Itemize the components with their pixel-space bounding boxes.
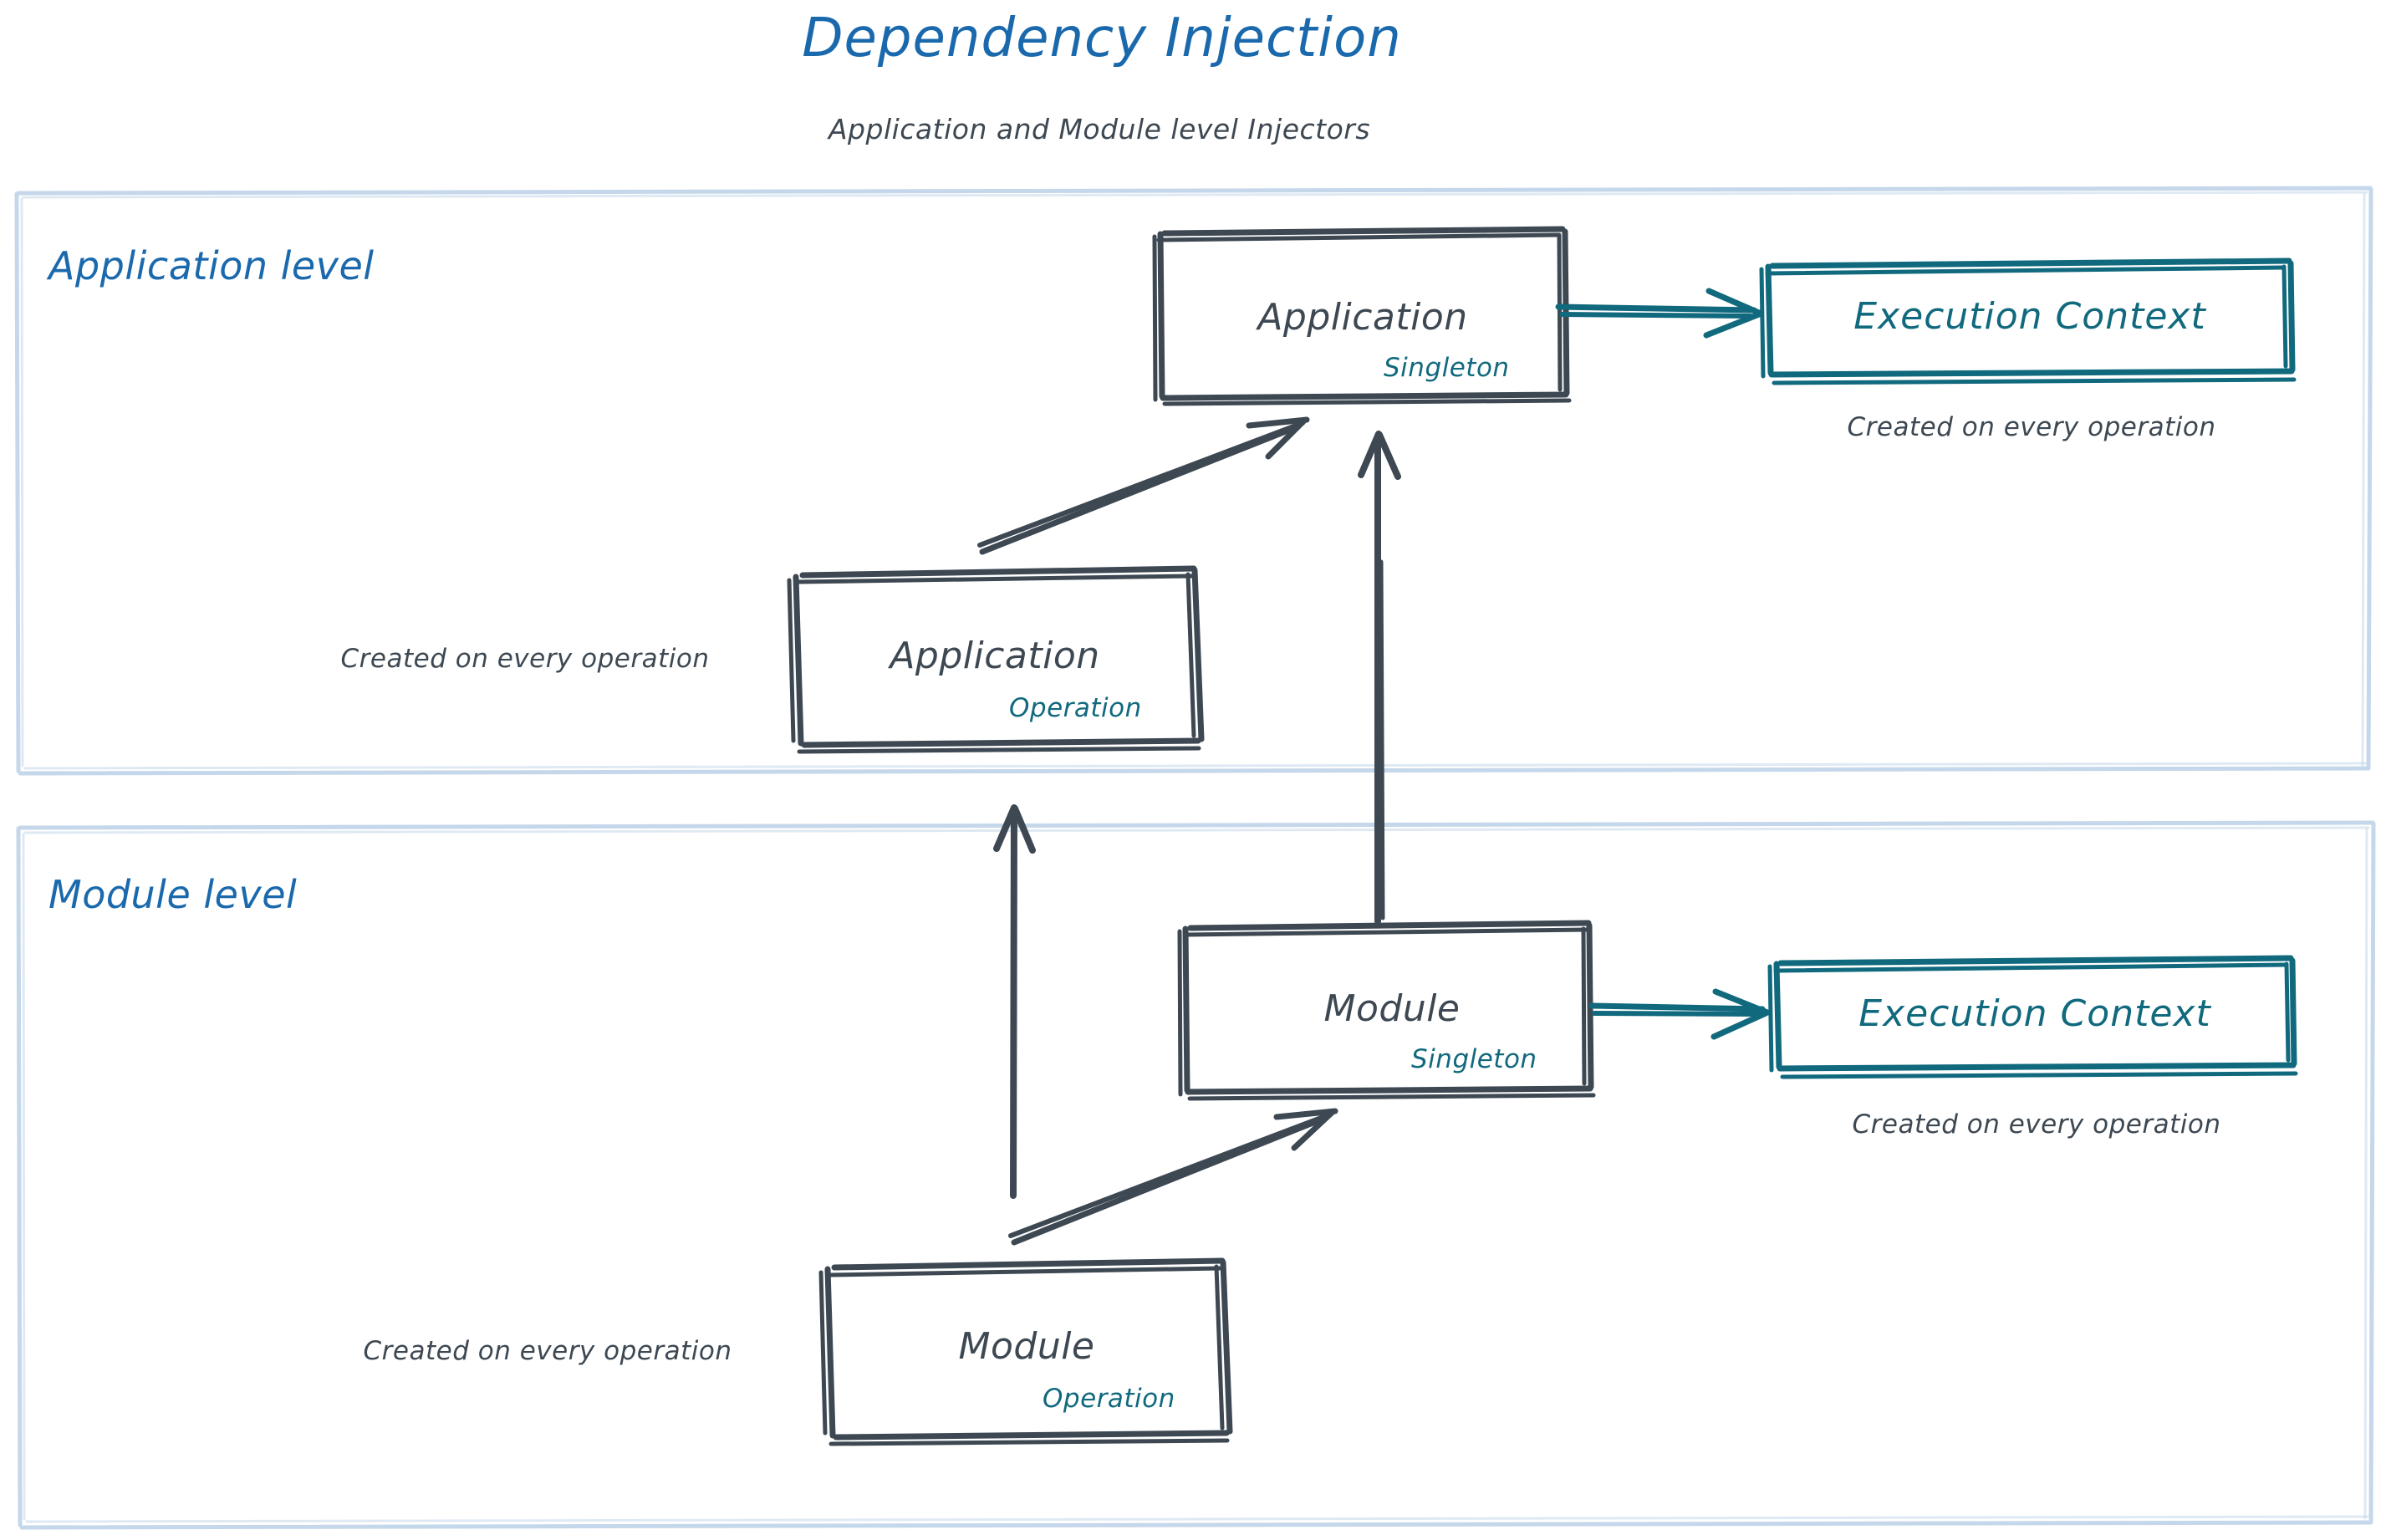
note-execution-context-module: Created on every operation: [1852, 1109, 2221, 1140]
box-scope-application-singleton: Singleton: [1384, 353, 1510, 383]
note-execution-context-application: Created on every operation: [1847, 412, 2216, 442]
box-title-module-operation: Module: [958, 1325, 1095, 1368]
box-scope-module-operation: Operation: [1043, 1384, 1175, 1414]
box-title-execution-context-module: Execution Context: [1858, 992, 2211, 1035]
box-title-module-singleton: Module: [1323, 987, 1461, 1030]
box-title-application-singleton: Application: [1257, 296, 1468, 339]
note-module-operation: Created on every operation: [363, 1336, 732, 1366]
arrow-app-operation-to-app-singleton: [977, 416, 1310, 555]
box-scope-module-singleton: Singleton: [1411, 1044, 1537, 1074]
box-title-application-operation: Application: [890, 635, 1100, 677]
zone-title-application-level: Application level: [48, 243, 375, 288]
arrow-module-operation-to-app-operation: [993, 804, 1036, 1199]
arrow-module-singleton-to-app-singleton: [1358, 431, 1401, 925]
arrow-module-singleton-to-exec-context: [1588, 988, 1771, 1040]
zone-title-module-level: Module level: [48, 872, 298, 917]
page-title: Dependency Injection: [802, 8, 1402, 69]
box-scope-application-operation: Operation: [1009, 693, 1142, 723]
note-application-operation: Created on every operation: [340, 644, 710, 674]
page-subtitle: Application and Module level Injectors: [828, 113, 1371, 145]
arrow-module-operation-to-module-singleton: [1008, 1108, 1338, 1246]
box-title-execution-context-application: Execution Context: [1853, 295, 2206, 338]
arrow-app-singleton-to-exec-context: [1555, 288, 1764, 339]
zone-border-module-level: [16, 820, 2376, 1530]
